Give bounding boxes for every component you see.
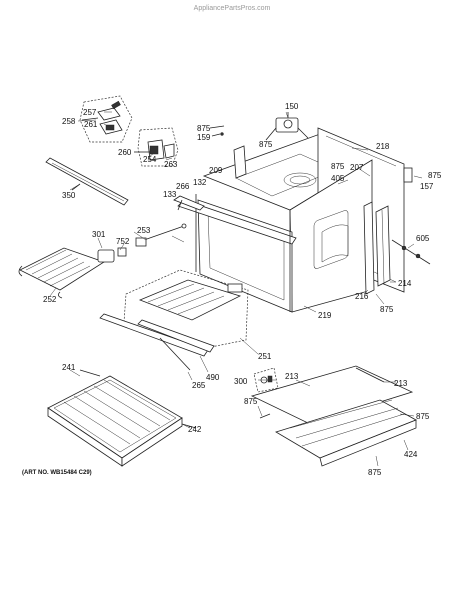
relay-board-assembly <box>134 127 179 167</box>
label-875-b: 875 <box>259 140 273 149</box>
label-265: 265 <box>192 381 206 390</box>
side-channel-214 <box>375 205 391 287</box>
label-260: 260 <box>118 148 132 157</box>
label-424: 424 <box>404 450 418 459</box>
screw-875-top <box>209 125 225 129</box>
watermark-text: AppliancePartsPros.com <box>194 5 271 12</box>
leader-lines <box>49 111 423 467</box>
broil-element <box>18 247 127 299</box>
label-350: 350 <box>62 191 76 200</box>
label-261: 261 <box>84 120 98 129</box>
oven-rack-assembly <box>47 369 197 467</box>
side-channel-216 <box>363 201 375 295</box>
label-242: 242 <box>188 425 202 434</box>
oven-cavity-assembly <box>177 127 405 313</box>
vent-strip-266 <box>173 195 205 211</box>
label-263: 263 <box>164 160 178 169</box>
label-490: 490 <box>206 373 220 382</box>
hinge-receiver-605 <box>391 239 431 265</box>
label-605: 605 <box>416 234 430 243</box>
label-875-g: 875 <box>416 412 430 421</box>
part-labels: 150 875 159 875 218 209 207 875 405 875 … <box>43 102 442 477</box>
label-875-f: 875 <box>244 397 258 406</box>
label-405: 405 <box>331 174 345 183</box>
label-213-b: 213 <box>394 379 408 388</box>
vent-rail <box>45 157 129 206</box>
label-254: 254 <box>143 155 157 164</box>
label-752: 752 <box>116 237 130 246</box>
label-159: 159 <box>197 133 211 142</box>
label-209: 209 <box>209 166 223 175</box>
label-133: 133 <box>163 190 177 199</box>
bottom-panel-assembly <box>250 365 417 467</box>
control-board-assembly <box>79 95 133 143</box>
screw-159 <box>211 132 224 137</box>
label-216: 216 <box>355 292 369 301</box>
thermal-switch-assembly <box>265 112 309 141</box>
label-150: 150 <box>285 102 299 111</box>
label-266: 266 <box>176 182 190 191</box>
label-213-a: 213 <box>285 372 299 381</box>
label-301: 301 <box>92 230 106 239</box>
label-241: 241 <box>62 363 76 372</box>
label-875-d: 875 <box>428 171 442 180</box>
label-257: 257 <box>83 108 97 117</box>
label-875-e: 875 <box>380 305 394 314</box>
label-300: 300 <box>234 377 248 386</box>
bottom-trim-265 <box>137 319 215 371</box>
label-251: 251 <box>258 352 272 361</box>
label-214: 214 <box>398 279 412 288</box>
label-875-h: 875 <box>368 468 382 477</box>
label-875-a: 875 <box>197 124 211 133</box>
label-219: 219 <box>318 311 332 320</box>
label-253: 253 <box>137 226 151 235</box>
label-132: 132 <box>193 178 207 187</box>
label-252: 252 <box>43 295 57 304</box>
label-875-c: 875 <box>331 162 345 171</box>
art-number: (ART NO. WB15484 C29) <box>22 470 92 476</box>
label-258: 258 <box>62 117 76 126</box>
label-207: 207 <box>350 163 364 172</box>
label-218: 218 <box>376 142 390 151</box>
label-157: 157 <box>420 182 434 191</box>
latch-157 <box>403 167 413 183</box>
temperature-sensor <box>135 223 187 247</box>
